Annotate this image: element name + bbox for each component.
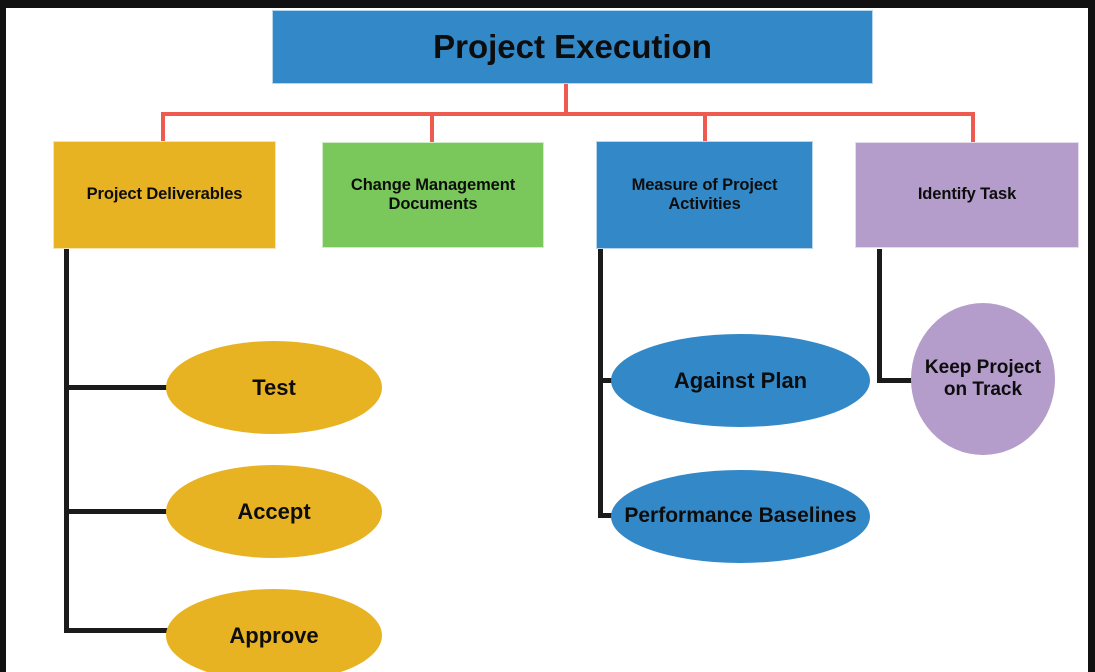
connector-deliverables-spine (64, 249, 69, 633)
node-approve[interactable]: Approve (166, 589, 382, 672)
connector-branch-test (64, 385, 175, 390)
node-performance-baselines[interactable]: Performance Baselines (611, 470, 870, 563)
node-keep-project-on-track[interactable]: Keep Project on Track (911, 303, 1055, 455)
connector-drop-identify (971, 112, 975, 142)
frame-border-right (1088, 0, 1095, 672)
connector-drop-measure (703, 112, 707, 142)
frame-border-top (0, 0, 1095, 8)
node-test[interactable]: Test (166, 341, 382, 434)
node-project-execution[interactable]: Project Execution (272, 10, 873, 84)
node-against-plan[interactable]: Against Plan (611, 334, 870, 427)
node-measure-of-project-activities[interactable]: Measure of Project Activities (596, 141, 813, 249)
connector-measure-spine (598, 249, 603, 518)
connector-branch-accept (64, 509, 175, 514)
node-change-management-documents[interactable]: Change Management Documents (322, 142, 544, 248)
node-project-deliverables[interactable]: Project Deliverables (53, 141, 276, 249)
connector-branch-keep-on-track (877, 378, 924, 383)
connector-root-stem (564, 84, 568, 114)
connector-root-horizontal (161, 112, 975, 116)
connector-drop-change (430, 112, 434, 142)
connector-branch-performance-baselines (598, 513, 622, 518)
connector-identify-spine (877, 249, 882, 383)
frame-border-left (0, 0, 6, 672)
connector-branch-approve (64, 628, 175, 633)
connector-drop-deliverables (161, 112, 165, 142)
connector-branch-against-plan (598, 378, 622, 383)
node-accept[interactable]: Accept (166, 465, 382, 558)
node-identify-task[interactable]: Identify Task (855, 142, 1079, 248)
